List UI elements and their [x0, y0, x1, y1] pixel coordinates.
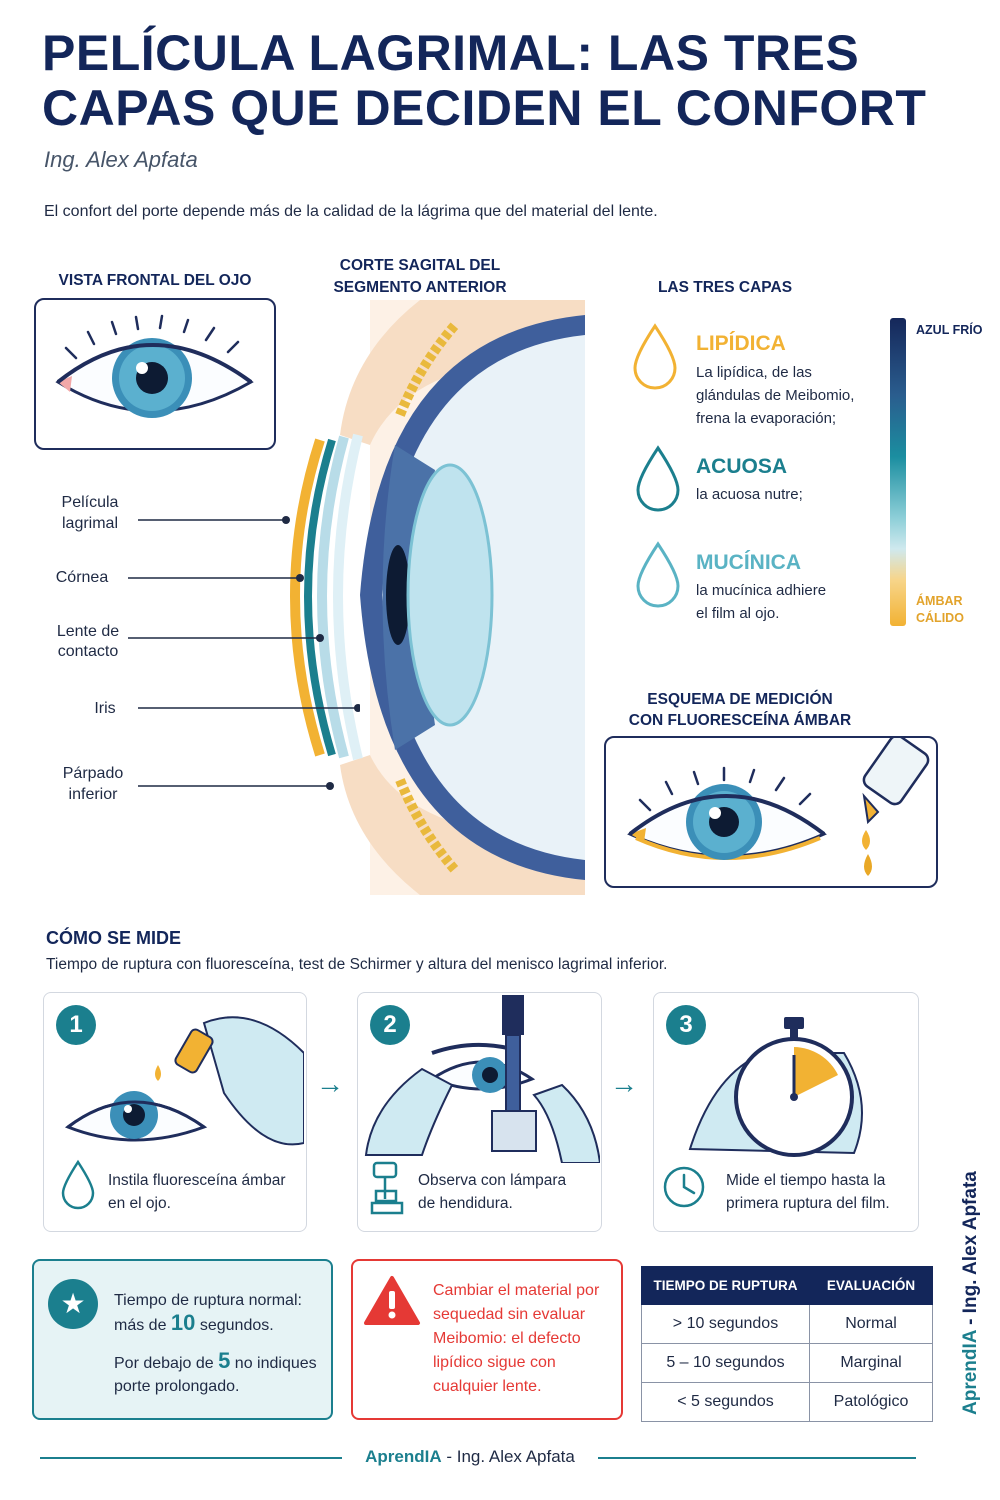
page-title: PELÍCULA LAGRIMAL: LAS TRES CAPAS QUE DE… [42, 25, 927, 136]
fluorescein-title-2: CON FLUORESCEÍNA ÁMBAR [628, 712, 852, 729]
drop-icon [636, 445, 680, 512]
table-row: < 5 segundos Patológico [641, 1382, 933, 1422]
step-1-text-1: Instila fluoresceína ámbar [108, 1172, 286, 1189]
sagittal-section-illustration [290, 300, 585, 895]
warning-line-4: lipídico sigue con [433, 1354, 556, 1371]
scale-top-label: AZUL FRÍO [916, 323, 983, 337]
step-number: 2 [370, 1005, 410, 1045]
table-header: EVALUACIÓN [809, 1266, 933, 1305]
fluorescein-eye-illustration [627, 734, 930, 876]
label-lens-2: contacto [57, 643, 119, 660]
color-scale-bar [890, 318, 906, 626]
step-card-1: 1 Instila fluoresceína ámbar en el ojo. [43, 992, 307, 1232]
normal-line-1: Tiempo de ruptura normal: [114, 1292, 302, 1309]
layer-mucin-title: MUCÍNICA [696, 551, 801, 574]
normal-line-2: más de 10 segundos. [114, 1310, 274, 1335]
measure-title: CÓMO SE MIDE [46, 928, 182, 948]
sagittal-title-2: SEGMENTO ANTERIOR [333, 279, 507, 296]
layer-lipid-desc-2: glándulas de Meibomio, [696, 387, 855, 404]
table-header: TIEMPO DE RUPTURA [641, 1266, 810, 1305]
footer-divider [598, 1457, 916, 1459]
step-number: 1 [56, 1005, 96, 1045]
table-cell: Normal [809, 1304, 933, 1344]
layer-lipid-desc-1: La lipídica, de las [696, 364, 812, 381]
step-card-2: 2 Observa con lámpara de hendidura. [357, 992, 602, 1232]
layer-mucin-desc-1: la mucínica adhiere [696, 582, 827, 599]
warning-line-3: Meibomio: el defecto [433, 1330, 581, 1347]
drop-icon [61, 1159, 95, 1210]
sagittal-title-1: CORTE SAGITAL DEL [339, 257, 501, 274]
footer-credit: AprendIA - Ing. Alex Apfata [365, 1447, 575, 1466]
label-tear-film-1: Película [61, 494, 119, 511]
table-cell: < 5 segundos [641, 1382, 810, 1422]
author: Ing. Alex Apfata [44, 147, 198, 172]
table-row: 5 – 10 segundos Marginal [641, 1343, 933, 1383]
layers-title: LAS TRES CAPAS [657, 279, 793, 296]
frontal-view-title: VISTA FRONTAL DEL OJO [58, 272, 252, 289]
footer-divider [40, 1457, 342, 1459]
step-3-text-2: primera ruptura del film. [726, 1195, 890, 1212]
clock-icon [663, 1166, 705, 1208]
step-2-text-2: de hendidura. [418, 1195, 513, 1212]
warning-line-5: cualquier lente. [433, 1378, 542, 1395]
warning-icon [364, 1276, 420, 1325]
breakup-time-table: TIEMPO DE RUPTURA EVALUACIÓN > 10 segund… [641, 1266, 933, 1422]
intro-text: El confort del porte depende más de la c… [44, 203, 658, 220]
fluorescein-card [604, 734, 938, 888]
leader-lines [128, 516, 360, 790]
arrow-right-icon: → [316, 1068, 344, 1099]
layer-aqueous-desc-1: la acuosa nutre; [696, 486, 803, 503]
step-card-3: 3 Mide el tiempo hasta la primera ruptur… [653, 992, 919, 1232]
layer-lipid-title: LIPÍDICA [696, 332, 786, 355]
star-icon: ★ [48, 1279, 98, 1329]
layer-mucin-desc-2: el film al ojo. [696, 605, 780, 622]
label-tear-film-2: lagrimal [61, 515, 118, 532]
table-cell: Patológico [809, 1382, 933, 1422]
scale-bottom-label-1: ÁMBAR [916, 594, 963, 608]
step-2-illustration [364, 995, 600, 1163]
label-iris: Iris [94, 700, 116, 717]
table-row: > 10 segundos Normal [641, 1304, 933, 1344]
slit-lamp-icon [370, 1161, 404, 1215]
layer-lipid-desc-3: frena la evaporación; [696, 410, 837, 427]
normal-line-4: porte prolongado. [114, 1378, 240, 1395]
warning-box: Cambiar el material por sequedad sin eva… [351, 1259, 623, 1420]
label-cornea: Córnea [55, 569, 109, 586]
layer-aqueous-title: ACUOSA [696, 455, 788, 478]
label-eyelid-2: inferior [68, 786, 118, 803]
warning-line-2: sequedad sin evaluar [433, 1306, 586, 1323]
step-number: 3 [666, 1005, 706, 1045]
step-3-illustration [688, 1017, 863, 1157]
drop-icon [636, 541, 680, 608]
table-cell: > 10 segundos [641, 1304, 810, 1344]
fluorescein-title-1: ESQUEMA DE MEDICIÓN [647, 691, 833, 708]
table-cell: 5 – 10 segundos [641, 1343, 810, 1383]
side-brand: AprendIA - Ing. Alex Apfata [960, 1171, 981, 1415]
scale-bottom-label-2: CÁLIDO [916, 611, 964, 625]
step-1-text-2: en el ojo. [108, 1195, 171, 1212]
frontal-eye-illustration [55, 314, 254, 418]
normal-line-3: Por debajo de 5 no indiques [114, 1348, 317, 1373]
warning-line-1: Cambiar el material por [433, 1282, 600, 1299]
arrow-right-icon: → [610, 1068, 638, 1099]
step-2-text-1: Observa con lámpara [418, 1172, 567, 1189]
drop-icon [633, 323, 677, 390]
frontal-eye-card [34, 298, 276, 450]
step-3-text-1: Mide el tiempo hasta la [726, 1172, 886, 1189]
step-1-illustration [64, 1016, 304, 1146]
label-lens-1: Lente de [56, 623, 120, 640]
label-eyelid-1: Párpado [62, 765, 124, 782]
measure-subtitle: Tiempo de ruptura con fluoresceína, test… [46, 956, 668, 973]
table-cell: Marginal [809, 1343, 933, 1383]
normal-value-box: ★ Tiempo de ruptura normal: más de 10 se… [32, 1259, 333, 1420]
